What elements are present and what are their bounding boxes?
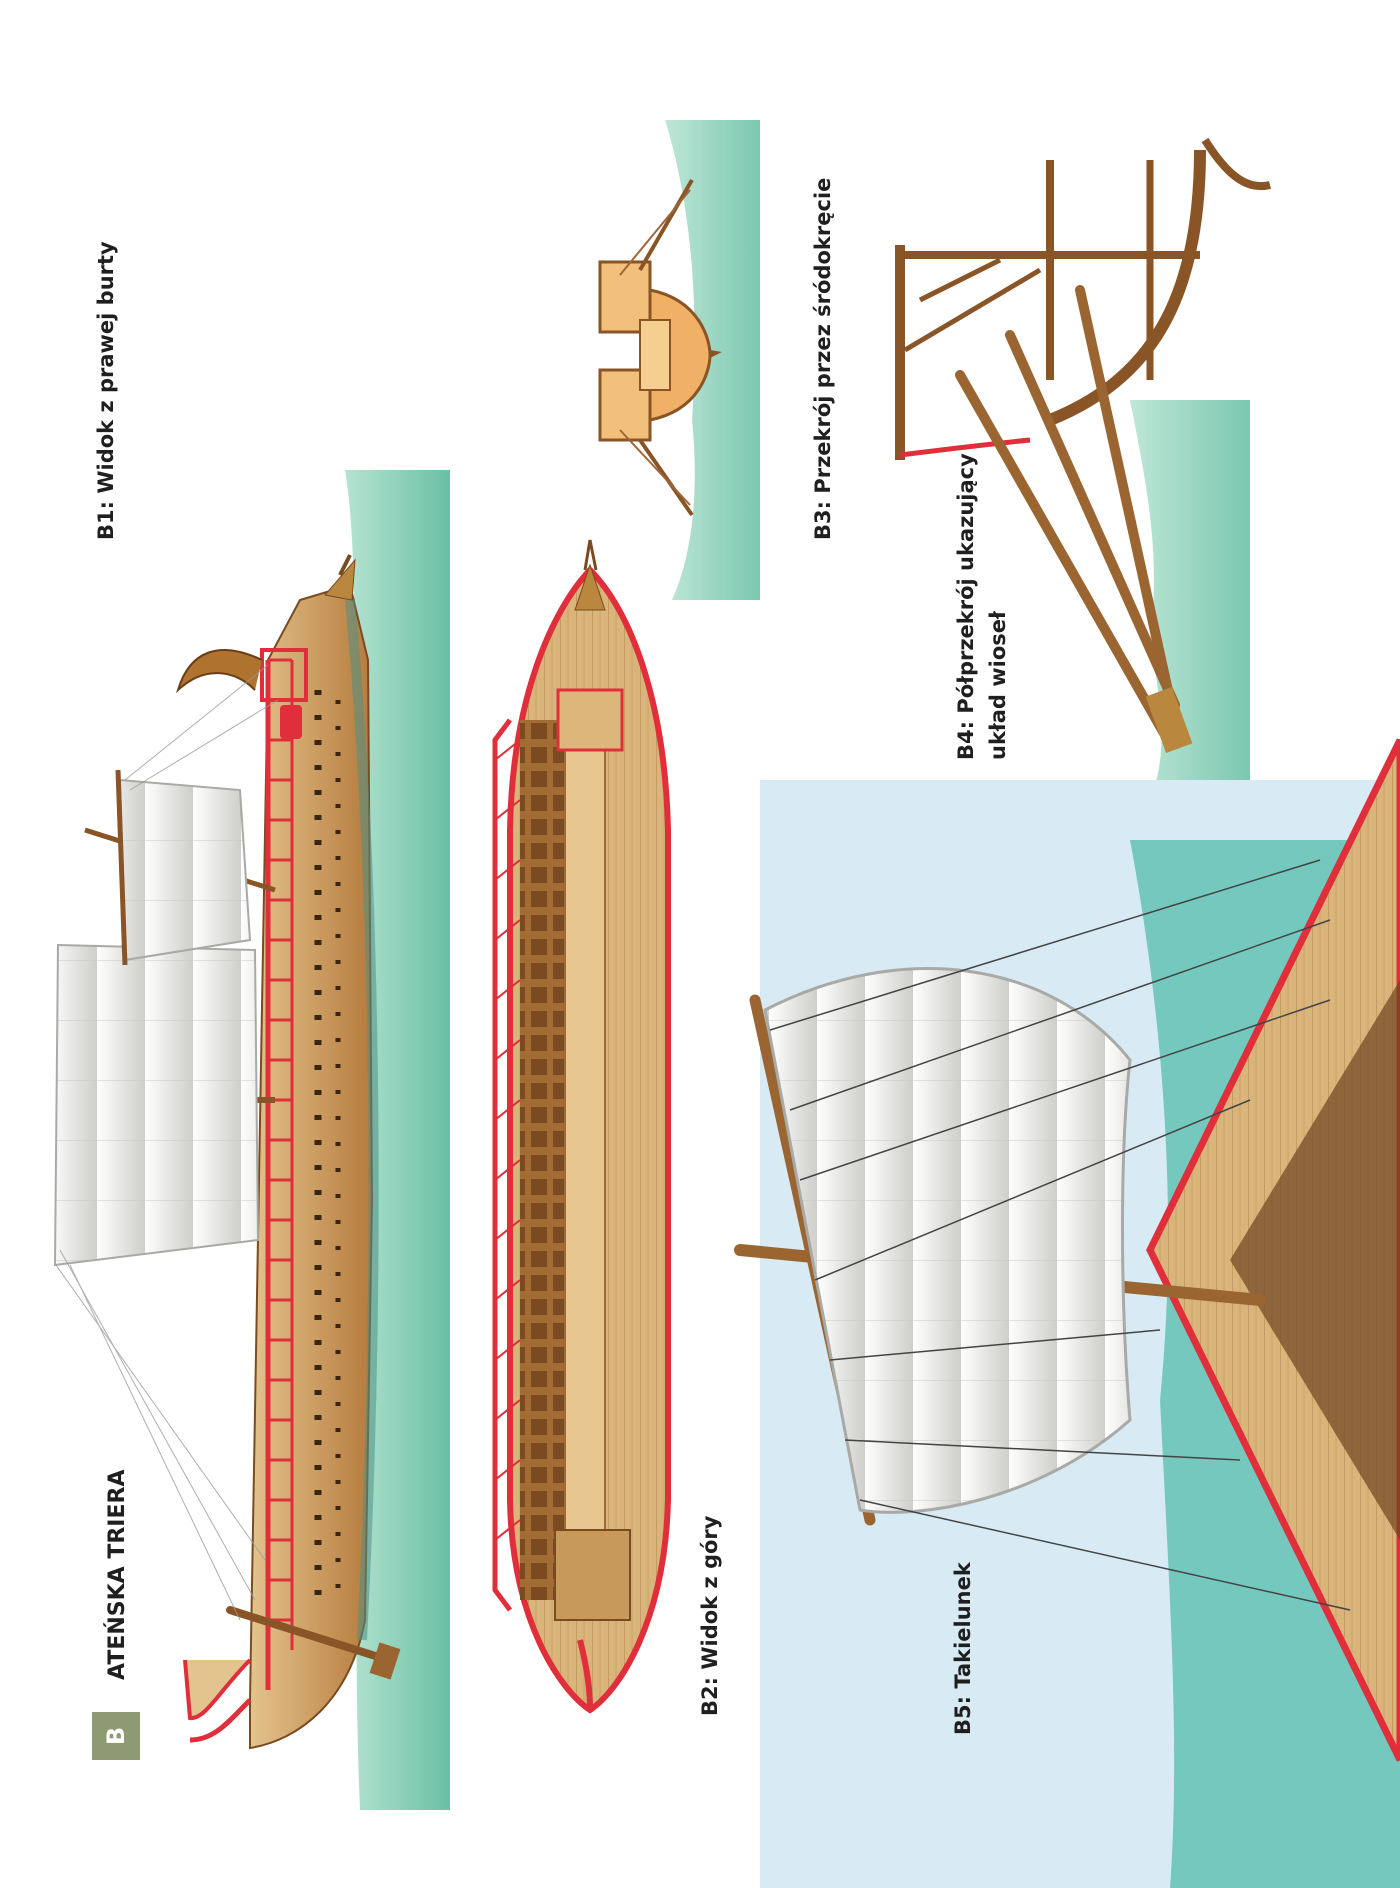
b1-outrigger-frame bbox=[260, 648, 308, 1690]
b1-fore-sail bbox=[118, 778, 252, 962]
b1-stern bbox=[183, 1658, 252, 1721]
b4-half-section bbox=[895, 137, 1271, 800]
plate-title: ATEŃSKA TRIERA bbox=[105, 1469, 130, 1680]
caption-b4-line2: układ wioseł bbox=[986, 611, 1010, 760]
b1-side-view bbox=[53, 470, 450, 1810]
b2-gangway bbox=[564, 739, 606, 1571]
b1-oar-ports bbox=[314, 690, 341, 1600]
b5-sail bbox=[763, 967, 1132, 1514]
b2-ram bbox=[574, 563, 606, 611]
b5-ropes bbox=[769, 859, 1351, 1611]
b1-steering-oar bbox=[226, 1606, 392, 1664]
b2-stern-deck bbox=[554, 1529, 631, 1621]
b3-midship-section bbox=[598, 120, 760, 600]
plate-letter-badge: B bbox=[92, 1712, 140, 1760]
b1-main-sail bbox=[53, 943, 260, 1267]
b1-bow-ornament bbox=[175, 649, 263, 694]
b2-top-view bbox=[492, 539, 671, 1714]
b4-frame bbox=[895, 137, 1271, 460]
b2-rowing-benches bbox=[520, 720, 570, 1600]
b4-red-rail bbox=[899, 437, 1031, 458]
b4-oars bbox=[955, 285, 1180, 740]
b5-rigging-view bbox=[734, 738, 1400, 1888]
b3-sea bbox=[665, 120, 760, 600]
caption-b1: B1: Widok z prawej burty bbox=[94, 241, 118, 540]
caption-b5: B5: Takielunek bbox=[951, 1562, 975, 1735]
caption-b2: B2: Widok z góry bbox=[698, 1515, 722, 1716]
caption-b4-line1: B4: Półprzekrój ukazujący bbox=[954, 453, 978, 760]
b1-rigging bbox=[55, 664, 279, 1621]
caption-b3: B3: Przekrój przez śródokręcie bbox=[811, 177, 835, 540]
b1-ram bbox=[324, 558, 356, 601]
b2-outrigger bbox=[492, 718, 512, 1612]
